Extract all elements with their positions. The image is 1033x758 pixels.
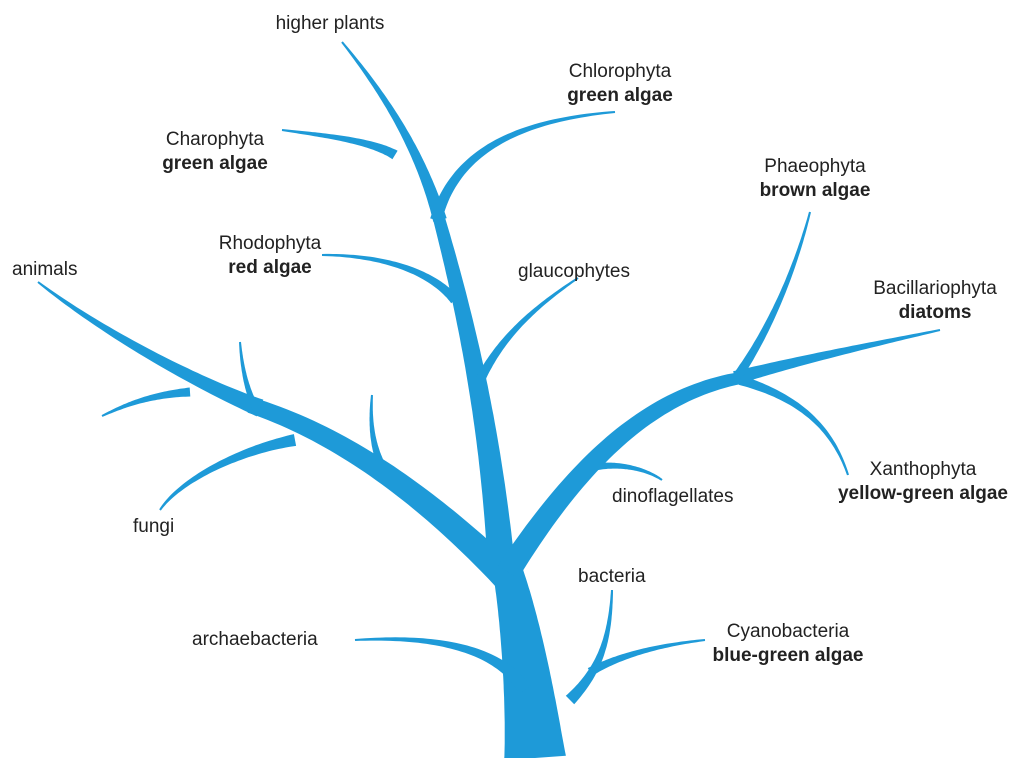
label-animals: animals [12,258,77,282]
label-dinoflagellates: dinoflagellates [612,485,733,509]
label-charophyta-common: green algae [135,152,295,176]
branch-glaucophytes [476,277,579,382]
label-fungi: fungi [133,515,174,539]
label-archaebacteria-name: archaebacteria [192,628,318,652]
branch-chlorophyta [430,111,615,222]
label-xanthophyta-name: Xanthophyta [815,458,1031,482]
label-animals-name: animals [12,258,77,282]
label-higher-plants-name: higher plants [250,12,410,36]
label-charophyta-name: Charophyta [135,128,295,152]
label-dinoflagellates-name: dinoflagellates [612,485,733,509]
branch-charophyta [282,129,398,159]
label-xanthophyta-common: yellow-green algae [815,482,1031,506]
branch-right-limb [498,372,741,578]
label-bacteria-name: bacteria [578,565,646,589]
label-bacillariophyta-common: diatoms [850,301,1020,325]
label-chlorophyta: Chlorophyta green algae [535,60,705,108]
label-higher-plants: higher plants [250,12,410,36]
label-chlorophyta-name: Chlorophyta [535,60,705,84]
label-rhodophyta-name: Rhodophyta [195,232,345,256]
branch-upper-stem [341,41,447,222]
label-bacillariophyta: Bacillariophyta diatoms [850,277,1020,325]
label-charophyta: Charophyta green algae [135,128,295,176]
label-phaeophyta: Phaeophyta brown algae [730,155,900,203]
branch-bacteria [566,590,613,704]
label-rhodophyta-common: red algae [195,256,345,280]
label-bacillariophyta-name: Bacillariophyta [850,277,1020,301]
label-bacteria: bacteria [578,565,646,589]
label-xanthophyta: Xanthophyta yellow-green algae [815,458,1031,506]
branch-animals-twig [102,388,191,417]
branch-fungi [159,434,296,511]
branch-dinoflagellates [589,463,663,481]
label-glaucophytes: glaucophytes [518,260,630,284]
label-phaeophyta-common: brown algae [730,179,900,203]
label-cyanobacteria: Cyanobacteria blue-green algae [688,620,888,668]
label-fungi-name: fungi [133,515,174,539]
label-glaucophytes-name: glaucophytes [518,260,630,284]
label-chlorophyta-common: green algae [535,84,705,108]
label-phaeophyta-name: Phaeophyta [730,155,900,179]
label-cyanobacteria-name: Cyanobacteria [688,620,888,644]
label-archaebacteria: archaebacteria [192,628,318,652]
label-rhodophyta: Rhodophyta red algae [195,232,345,280]
label-cyanobacteria-common: blue-green algae [688,644,888,668]
